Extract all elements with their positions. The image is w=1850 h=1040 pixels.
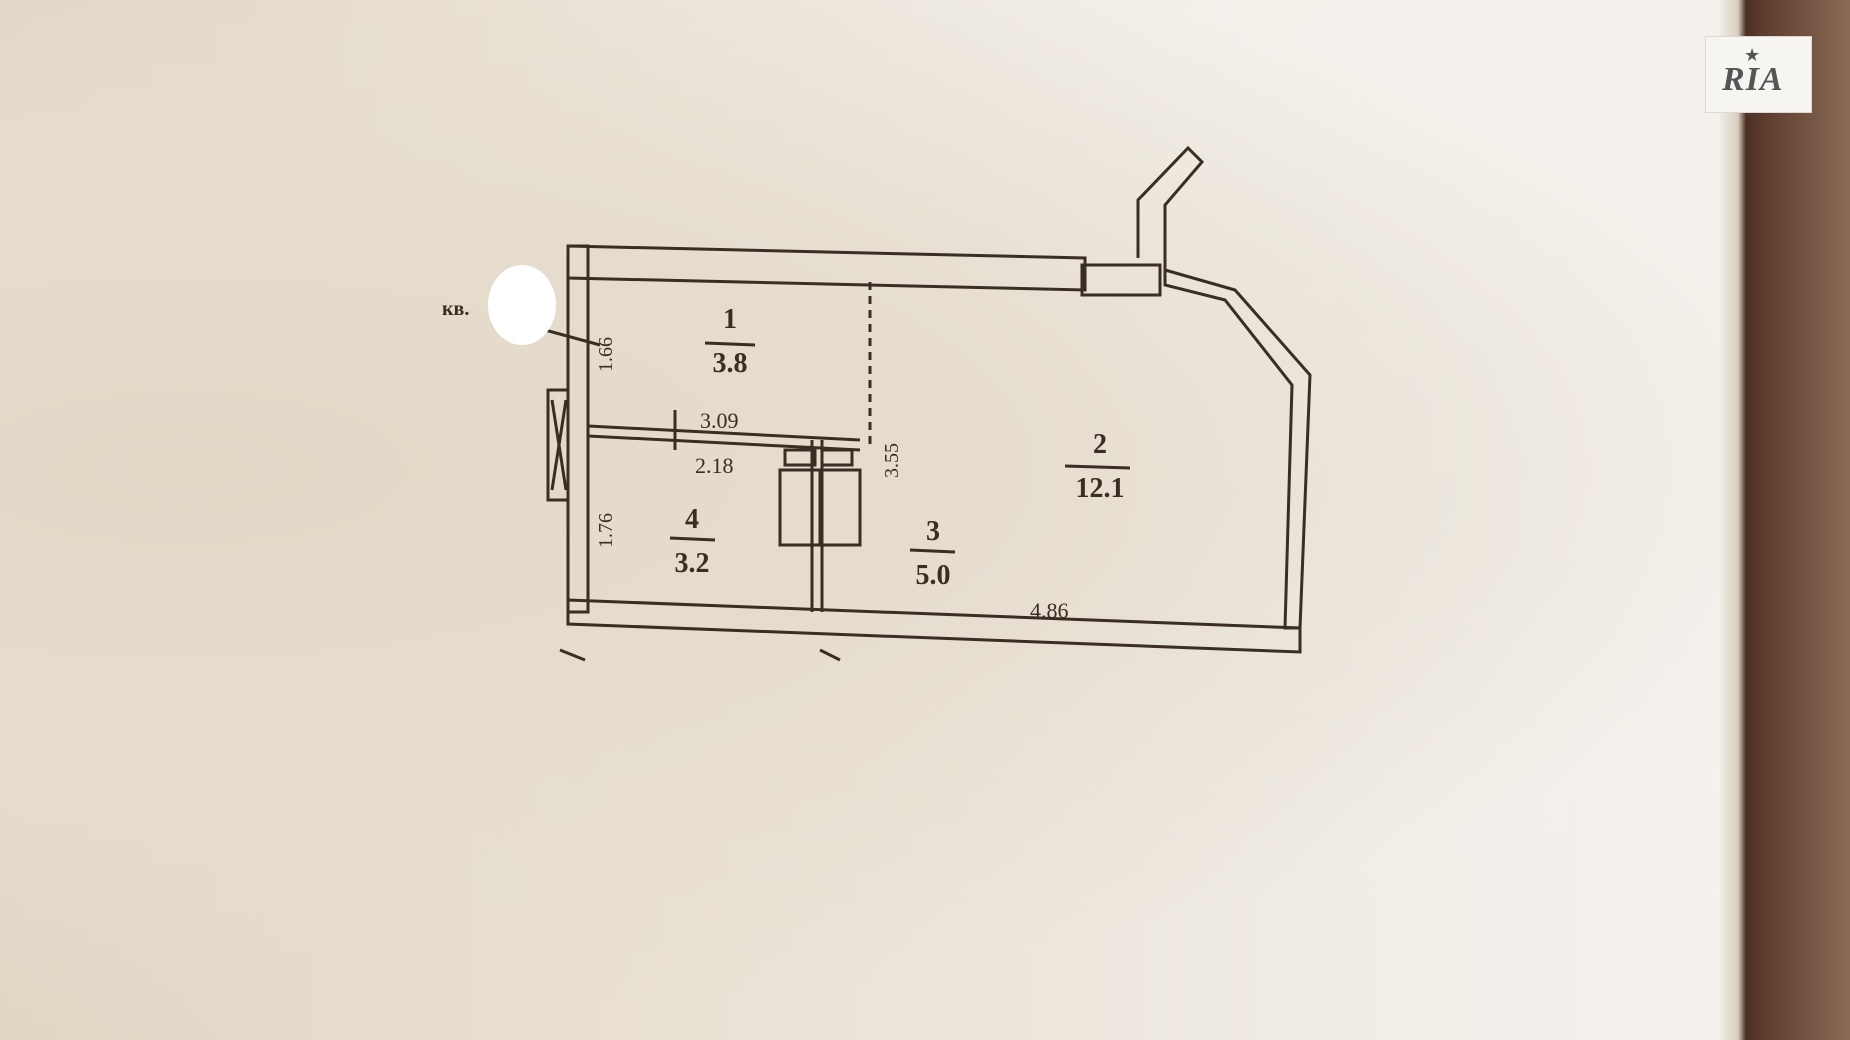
- partition-horizontal: [587, 424, 861, 452]
- dimension-1-66: 1.66: [595, 337, 617, 372]
- dimension-2-18: 2.18: [695, 453, 734, 478]
- door-swing-marks: [550, 399, 568, 491]
- dimension-3-09: 3.09: [700, 408, 739, 433]
- room-1-area: 3.8: [713, 348, 748, 379]
- outer-wall-top: [566, 244, 1087, 292]
- dimension-tick-mid: [819, 648, 841, 662]
- room-1-number: 1: [723, 304, 737, 335]
- dimension-1-76: 1.76: [595, 513, 617, 548]
- unit-number-mask: [488, 265, 556, 345]
- fixture-bottom-left: [778, 468, 822, 547]
- fixture-top-left: [783, 448, 817, 467]
- watermark-logo: ★ RIA: [1705, 36, 1812, 113]
- room-4-area: 3.2: [675, 548, 710, 579]
- area-bar-4: [669, 536, 716, 542]
- dimension-tick-left: [559, 648, 586, 662]
- watermark-text: RIA: [1722, 61, 1784, 98]
- room-4-number: 4: [685, 504, 699, 535]
- outer-wall-left: [566, 244, 590, 614]
- fixture-top-right: [820, 448, 854, 467]
- room-3-area: 5.0: [916, 560, 951, 591]
- vent-shaft: [1136, 145, 1205, 270]
- window-wall-right: [1163, 268, 1312, 630]
- unit-leader-line: [544, 328, 601, 347]
- area-bar-3: [909, 548, 956, 554]
- vent-box: [1080, 263, 1162, 297]
- unit-prefix-label: кв.: [442, 298, 469, 320]
- star-icon: ★: [1744, 45, 1761, 66]
- room-2-number: 2: [1093, 429, 1107, 460]
- area-bar-2: [1064, 464, 1131, 470]
- dimension-4-86: 4.86: [1030, 598, 1069, 623]
- room-2-area: 12.1: [1076, 473, 1125, 504]
- fixture-bottom-right: [820, 468, 862, 547]
- room-3-number: 3: [926, 516, 940, 547]
- entrance-door: [546, 388, 570, 502]
- paper-edge-frame: [1720, 0, 1850, 1040]
- dimension-3-55: 3.55: [881, 443, 903, 478]
- outer-wall-bottom: [566, 598, 1302, 654]
- area-bar-1: [704, 341, 756, 347]
